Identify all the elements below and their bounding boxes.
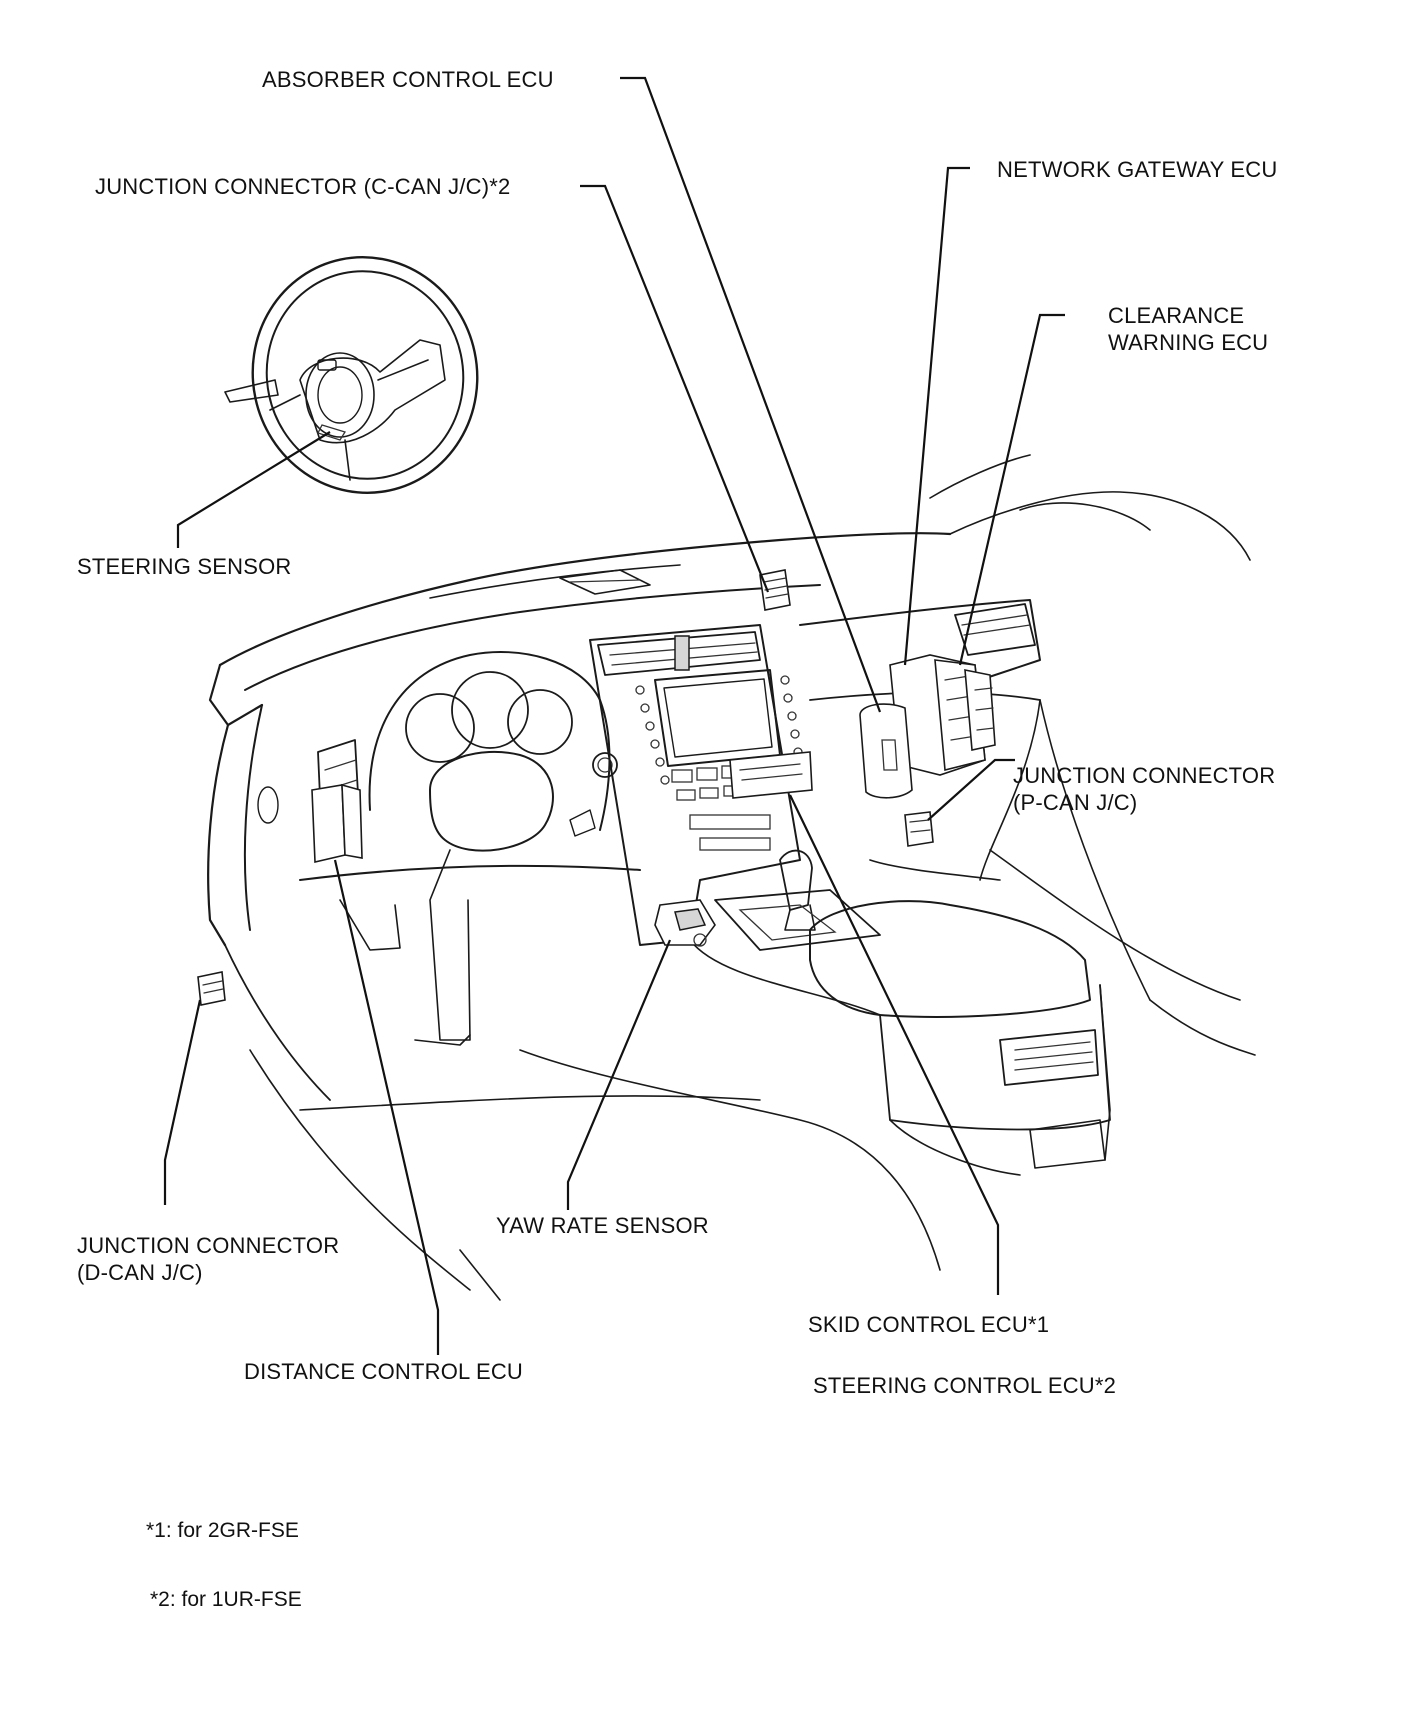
steering-control-ecu-label: STEERING CONTROL ECU*2: [813, 1373, 1117, 1398]
yaw-rate-sensor-part: [654, 899, 716, 947]
c-can-junction-connector-part: [759, 569, 791, 611]
steering-wheel-illustration: [224, 256, 479, 494]
footnote-2: *2: for 1UR-FSE: [150, 1588, 302, 1611]
d-can-junction-connector-part: [197, 971, 226, 1006]
gateway-and-clearance-ecu-part: [889, 654, 996, 776]
distance-control-ecu-label: DISTANCE CONTROL ECU: [244, 1359, 524, 1384]
clearance-warning-ecu-label-line1: CLEARANCE: [1108, 303, 1245, 328]
junction-connector-p-can-label-line2: (P-CAN J/C): [1013, 790, 1138, 815]
center-console-illustration: [589, 624, 1111, 1176]
skid-control-ecu-label: SKID CONTROL ECU*1: [808, 1312, 1050, 1337]
junction-connector-p-can-label-line1: JUNCTION CONNECTOR: [1013, 763, 1276, 788]
network-gateway-ecu-label: NETWORK GATEWAY ECU: [997, 157, 1278, 182]
p-can-junction-connector-part: [904, 811, 934, 847]
skid-control-ecu-part: [729, 751, 813, 799]
footnote-1: *1: for 2GR-FSE: [146, 1519, 299, 1542]
junction-connector-p-can-label: JUNCTION CONNECTOR (P-CAN J/C): [1013, 762, 1275, 816]
absorber-control-ecu-part: [859, 703, 913, 799]
junction-connector-d-can-label-line2: (D-CAN J/C): [77, 1260, 203, 1285]
absorber-control-ecu-label: ABSORBER CONTROL ECU: [262, 67, 554, 92]
passenger-dash-illustration: [799, 599, 1256, 1056]
dashboard-illustration: [207, 454, 1251, 1301]
clearance-warning-ecu-label-line2: WARNING ECU: [1108, 330, 1269, 355]
yaw-rate-sensor-label: YAW RATE SENSOR: [496, 1213, 709, 1238]
leader-lines: [163, 76, 1065, 1355]
junction-connector-d-can-label-line1: JUNCTION CONNECTOR: [77, 1233, 340, 1258]
junction-connector-c-can-label: JUNCTION CONNECTOR (C-CAN J/C)*2: [95, 174, 511, 199]
junction-connector-d-can-label: JUNCTION CONNECTOR (D-CAN J/C): [77, 1232, 339, 1286]
steering-sensor-label: STEERING SENSOR: [77, 554, 292, 579]
clearance-warning-ecu-label: CLEARANCE WARNING ECU: [1108, 302, 1268, 356]
distance-control-ecu-part: [311, 783, 363, 863]
